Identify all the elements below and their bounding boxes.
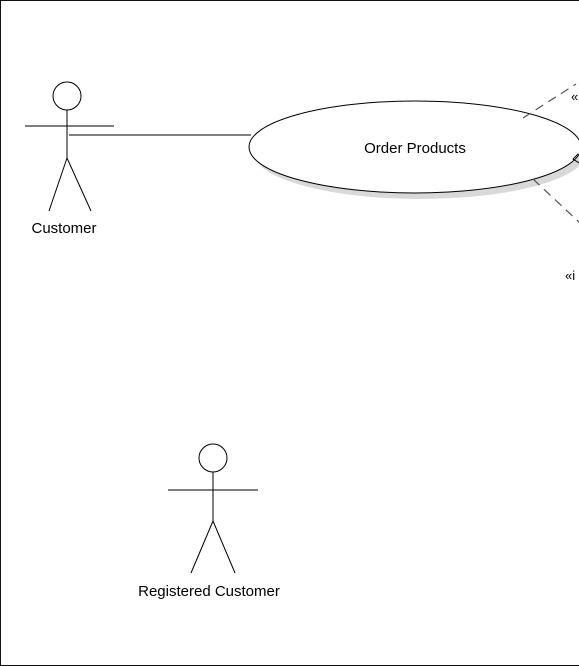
actor-registered-customer-label: Registered Customer bbox=[138, 583, 280, 600]
actor-left-leg bbox=[48, 157, 68, 212]
stereotype-label-bottom: «i bbox=[565, 268, 575, 283]
include-dependency-top bbox=[522, 83, 577, 119]
actor-right-leg bbox=[66, 157, 92, 212]
include-dependency-bottom bbox=[532, 178, 579, 223]
actor-right-leg bbox=[212, 520, 236, 574]
actor-head bbox=[198, 443, 228, 473]
actor-customer-label: Customer bbox=[31, 220, 96, 237]
use-case-order-products[interactable] bbox=[248, 100, 579, 194]
actor-registered-customer[interactable]: Registered Customer bbox=[138, 443, 280, 600]
dependency-arrowhead bbox=[572, 153, 579, 164]
actor-customer[interactable]: Customer bbox=[25, 81, 114, 237]
actor-left-leg bbox=[190, 520, 214, 574]
actor-head bbox=[52, 81, 82, 111]
use-case-order-products-label: Order Products bbox=[364, 140, 466, 157]
stereotype-label-top: « bbox=[571, 89, 578, 104]
